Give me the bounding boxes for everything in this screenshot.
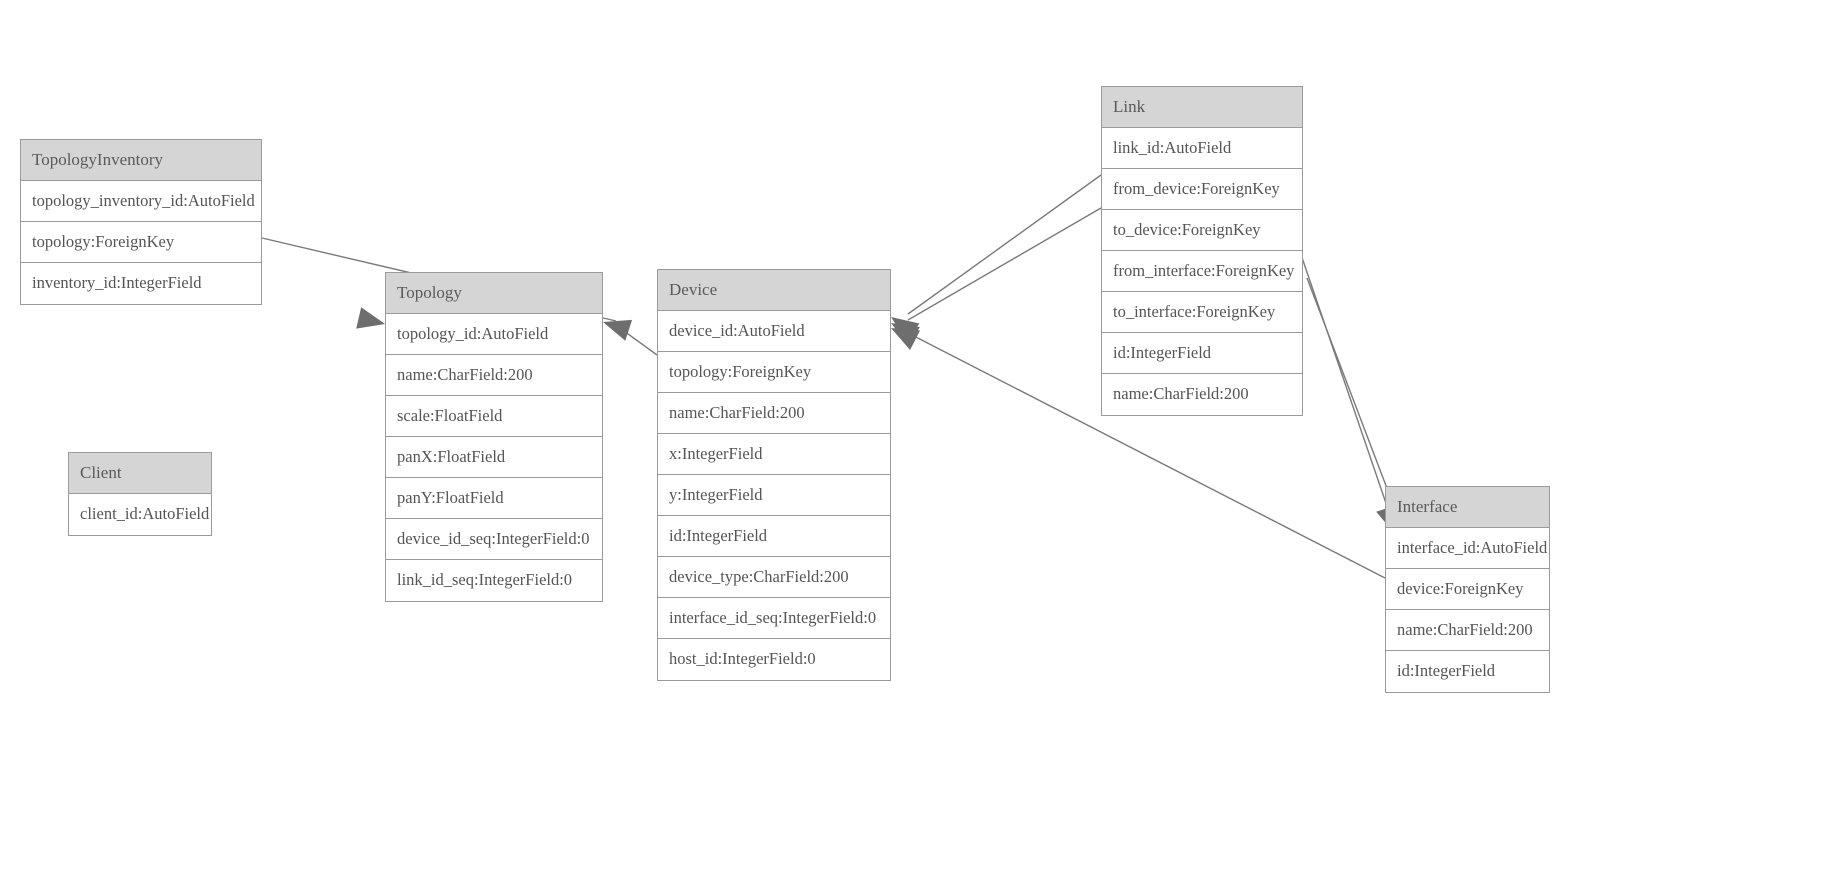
entity-box-client[interactable]: Client client_id:AutoField xyxy=(68,452,212,536)
entity-title-client: Client xyxy=(69,453,211,494)
entity-title-topology: Topology xyxy=(386,273,602,314)
entity-field: topology_id:AutoField xyxy=(386,314,602,355)
entity-field: id:IntegerField xyxy=(658,516,890,557)
entity-title-device: Device xyxy=(658,270,890,311)
entity-field: topology:ForeignKey xyxy=(658,352,890,393)
entity-field: device_id:AutoField xyxy=(658,311,890,352)
entity-field: from_interface:ForeignKey xyxy=(1102,251,1302,292)
entity-field: interface_id:AutoField xyxy=(1386,528,1549,569)
entity-field: name:CharField:200 xyxy=(1386,610,1549,651)
entity-field: interface_id_seq:IntegerField:0 xyxy=(658,598,890,639)
entity-field: scale:FloatField xyxy=(386,396,602,437)
rel-link-fromdevice-device xyxy=(891,174,1102,342)
entity-title-link: Link xyxy=(1102,87,1302,128)
entity-field: client_id:AutoField xyxy=(80,504,210,523)
entity-field: panY:FloatField xyxy=(386,478,602,519)
entity-field: x:IntegerField xyxy=(658,434,890,475)
relationship-arrowhead xyxy=(603,319,633,341)
entity-field: device_type:CharField:200 xyxy=(658,557,890,598)
entity-field: panX:FloatField xyxy=(386,437,602,478)
relationship-line xyxy=(1306,277,1397,513)
rel-link-todevice-device xyxy=(891,207,1102,347)
entity-field: id:IntegerField xyxy=(1102,333,1302,374)
rel-device-topology xyxy=(603,319,658,356)
entity-field: device_id_seq:IntegerField:0 xyxy=(386,519,602,560)
entity-field: topology_inventory_id:AutoField xyxy=(21,181,261,222)
entity-field: host_id:IntegerField:0 xyxy=(669,649,816,668)
entity-field: link_id_seq:IntegerField:0 xyxy=(397,570,573,589)
entity-field: to_interface:ForeignKey xyxy=(1102,292,1302,333)
entity-title-topology_inventory: TopologyInventory xyxy=(21,140,261,181)
relationship-line xyxy=(612,322,658,356)
entity-field: inventory_id:IntegerField xyxy=(32,273,202,292)
entity-field: from_device:ForeignKey xyxy=(1102,169,1302,210)
relationship-arrowhead xyxy=(356,307,385,329)
relationship-arrowhead xyxy=(891,328,921,351)
entity-field: device:ForeignKey xyxy=(1386,569,1549,610)
entity-field: id:IntegerField xyxy=(1397,661,1496,680)
relationship-line xyxy=(907,174,1102,315)
relationship-line xyxy=(907,207,1102,321)
entity-field: name:CharField:200 xyxy=(658,393,890,434)
entity-title-interface: Interface xyxy=(1386,487,1549,528)
entity-field: y:IntegerField xyxy=(658,475,890,516)
entity-field: name:CharField:200 xyxy=(386,355,602,396)
entity-field: to_device:ForeignKey xyxy=(1102,210,1302,251)
entity-field: name:CharField:200 xyxy=(1113,384,1249,403)
relationship-line xyxy=(1296,242,1390,513)
entity-field: topology:ForeignKey xyxy=(21,222,261,263)
entity-field: link_id:AutoField xyxy=(1102,128,1302,169)
entity-field-list-client: client_id:AutoField xyxy=(69,494,211,535)
